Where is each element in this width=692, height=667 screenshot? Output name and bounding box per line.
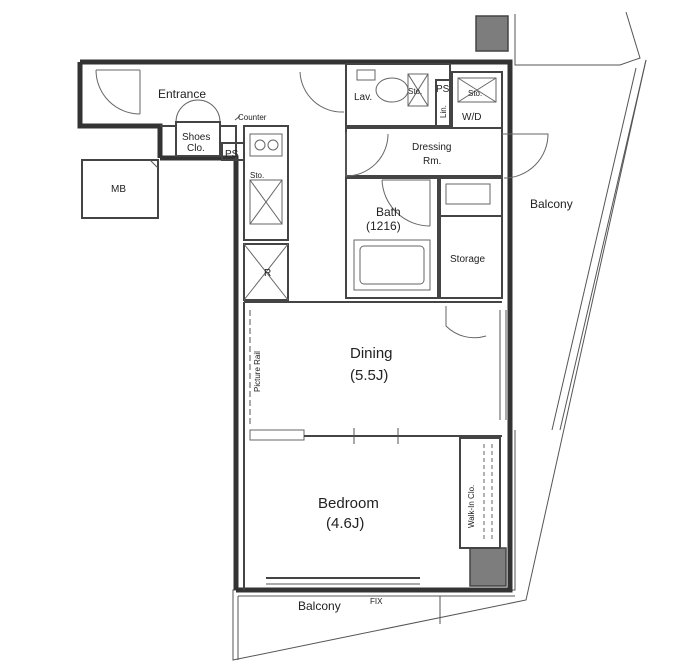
storage-room bbox=[439, 177, 503, 339]
bathroom bbox=[345, 177, 439, 299]
mb-label: MB bbox=[111, 184, 126, 195]
structural-column bbox=[469, 547, 507, 587]
structural-column bbox=[475, 15, 509, 52]
refrigerator-label: R bbox=[264, 268, 271, 279]
south-window bbox=[266, 577, 420, 585]
refrigerator-space bbox=[243, 243, 289, 301]
entrance-door bbox=[95, 69, 141, 115]
bath-size-label: (1216) bbox=[366, 219, 401, 233]
toilet-room bbox=[299, 63, 451, 127]
dining-partitions bbox=[243, 301, 507, 590]
entrance-label: Entrance bbox=[158, 87, 206, 101]
dressing-room bbox=[345, 127, 549, 179]
lav-label: Lav. bbox=[354, 92, 372, 103]
counter-label: Counter bbox=[238, 113, 267, 122]
storage-label: Storage bbox=[450, 254, 485, 265]
balcony-east-label: Balcony bbox=[530, 197, 573, 211]
ps-entry-label: PS bbox=[225, 149, 239, 160]
balcony-south-label: Balcony bbox=[298, 599, 341, 613]
bedroom-size-label: (4.6J) bbox=[326, 515, 364, 532]
dressing-label-2: Rm. bbox=[423, 156, 441, 167]
walk-in-closet bbox=[459, 437, 501, 549]
sto-kitchen-label: Sto. bbox=[250, 171, 264, 180]
picture-rail-label: Picture Rail bbox=[253, 351, 262, 392]
dressing-label: Dressing bbox=[412, 142, 451, 153]
shoes-closet-label: Shoes bbox=[182, 132, 210, 143]
shoes-closet-label-2: Clo. bbox=[187, 143, 205, 154]
bath-label: Bath bbox=[376, 205, 401, 219]
walk-in-closet-label: Walk-In Clo. bbox=[467, 485, 476, 528]
bedroom-label: Bedroom bbox=[318, 495, 379, 512]
mb-room bbox=[81, 159, 159, 219]
ps-wet-label: PS bbox=[436, 84, 450, 95]
balcony-outline bbox=[232, 11, 647, 661]
linen-label: Lin. bbox=[439, 105, 448, 118]
dining-label: Dining bbox=[350, 345, 393, 362]
sto-wd-label: Sto. bbox=[468, 89, 482, 98]
fix-label: FIX bbox=[370, 597, 383, 606]
shoes-closet-doors bbox=[175, 99, 221, 157]
wd-label: W/D bbox=[462, 112, 481, 123]
dining-size-label: (5.5J) bbox=[350, 367, 388, 384]
counter-leader bbox=[234, 115, 241, 121]
kitchen-counter bbox=[243, 125, 289, 241]
sto-toilet-label: Sto. bbox=[408, 87, 422, 96]
